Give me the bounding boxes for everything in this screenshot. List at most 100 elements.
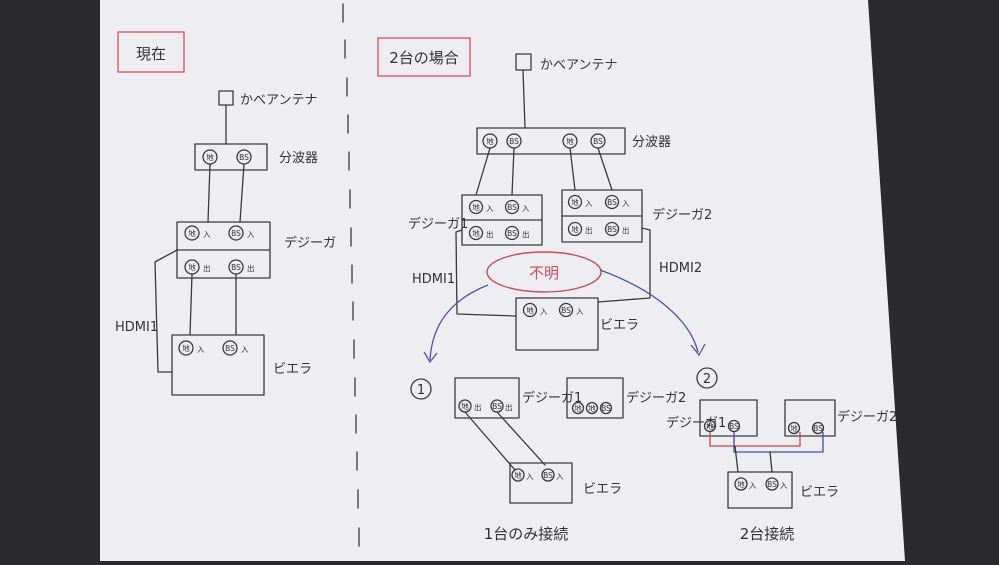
svg-text:地: 地 [188, 228, 196, 238]
opt2-recorder2-label: デジーガ2 [837, 409, 897, 425]
svg-text:地: 地 [461, 401, 469, 411]
svg-text:地: 地 [566, 136, 574, 146]
svg-text:出: 出 [247, 263, 255, 273]
unknown-ellipse [486, 251, 602, 293]
svg-text:BS: BS [231, 263, 241, 272]
svg-text:地: 地 [588, 403, 596, 413]
opt1-viera-port-chi-in: 地入 [511, 468, 534, 482]
svg-text:BS: BS [593, 137, 603, 146]
svg-text:BS: BS [543, 471, 553, 480]
svg-text:出: 出 [622, 225, 630, 235]
viera-label: ビエラ [273, 362, 312, 377]
svg-text:地: 地 [472, 228, 480, 238]
svg-text:地: 地 [182, 343, 190, 353]
svg-text:出: 出 [474, 402, 482, 412]
recorder-port-bs-in: BS 入 [228, 225, 255, 241]
svg-text:入: 入 [540, 307, 548, 316]
option2-number: 2 [703, 372, 711, 387]
svg-text:BS: BS [231, 229, 241, 238]
current-title-box [117, 31, 185, 73]
opt2-viera-label: ビエラ [800, 485, 839, 500]
hdmi1-cable [154, 249, 178, 373]
option1-recorder1-box [454, 377, 520, 419]
svg-text:入: 入 [622, 199, 630, 208]
viera-label-2: ビエラ [600, 318, 639, 333]
svg-text:BS: BS [729, 422, 739, 431]
recorder2-port-chi-in: 地入 [567, 194, 593, 210]
hdmi12-cable [597, 227, 651, 303]
svg-text:地: 地 [514, 470, 522, 480]
svg-text:BS: BS [509, 137, 519, 146]
hdmi11-label: HDMI1 [412, 272, 455, 287]
blue-wire [733, 432, 824, 453]
svg-text:BS: BS [239, 153, 249, 162]
svg-text:入: 入 [522, 204, 530, 213]
viera-box-2 [515, 297, 599, 351]
svg-text:地: 地 [472, 202, 480, 212]
caption-option1: 1台のみ接続 [484, 525, 569, 543]
svg-text:BS: BS [767, 480, 777, 489]
svg-text:入: 入 [247, 230, 255, 239]
red-wire [709, 432, 801, 447]
arrow-to-option2 [599, 269, 699, 353]
svg-text:入: 入 [486, 204, 494, 213]
svg-text:入: 入 [203, 230, 211, 239]
two-units-title-box [377, 37, 471, 77]
option2-recorder2-box [784, 399, 836, 437]
recorder-label: デジーガ [284, 235, 336, 251]
svg-text:BS: BS [507, 203, 517, 212]
recorder1-label: デジーガ1 [408, 216, 468, 232]
svg-text:入: 入 [526, 472, 534, 481]
svg-text:BS: BS [561, 306, 571, 315]
hdmi1-label: HDMI1 [115, 320, 158, 335]
viera2-port-bs-in: BS 入 [558, 302, 584, 318]
svg-text:入: 入 [241, 345, 249, 354]
svg-text:地: 地 [737, 479, 745, 489]
svg-text:地: 地 [571, 224, 579, 234]
option1-recorder2-box [566, 377, 624, 419]
option2-recorder1-box [699, 399, 758, 437]
svg-text:入: 入 [749, 481, 757, 490]
option2-viera-box [727, 471, 793, 509]
svg-text:BS: BS [601, 404, 611, 413]
svg-text:BS: BS [492, 402, 502, 411]
opt1-recorder2-label: デジーガ2 [626, 390, 686, 406]
splitter-label: 分波器 [279, 151, 318, 166]
antenna-label-2: かべアンテナ [540, 58, 617, 73]
svg-text:BS: BS [607, 198, 617, 207]
viera-box [171, 334, 265, 396]
opt1-recorder1-label: デジーガ1 [522, 390, 582, 406]
svg-text:入: 入 [556, 472, 564, 481]
opt2-r2-ports: 地 BS [787, 421, 825, 435]
svg-text:地: 地 [574, 403, 582, 413]
opt1-viera-label: ビエラ [583, 482, 622, 497]
svg-text:入: 入 [197, 345, 205, 354]
svg-text:出: 出 [585, 225, 593, 235]
opt2-recorder1-label: デジーガ1 [666, 415, 726, 431]
hdmi12-label: HDMI2 [659, 261, 702, 276]
splitter-box-2 [476, 127, 626, 155]
recorder2-label: デジーガ2 [652, 207, 712, 223]
svg-text:地: 地 [706, 421, 714, 431]
section-divider [342, 3, 360, 547]
arrow-to-option1 [429, 284, 489, 361]
svg-text:地: 地 [526, 305, 534, 315]
splitter-box [194, 143, 268, 171]
svg-text:BS: BS [813, 424, 823, 433]
svg-text:出: 出 [486, 229, 494, 239]
svg-text:地: 地 [188, 262, 196, 272]
current-title: 現在 [136, 45, 166, 63]
opt2-viera-port-chi-in: 地入 [734, 477, 757, 491]
viera2-port-chi-in: 地入 [522, 302, 548, 318]
svg-text:入: 入 [576, 307, 584, 316]
two-units-title: 2台の場合 [389, 49, 459, 67]
hdmi11-cable [455, 229, 517, 317]
viera-port-chi-in: 地入 [178, 340, 205, 356]
svg-text:地: 地 [206, 152, 214, 162]
recorder-port-chi-in: 地入 [184, 225, 211, 241]
recorder2-port-chi-out: 地出 [567, 221, 593, 237]
